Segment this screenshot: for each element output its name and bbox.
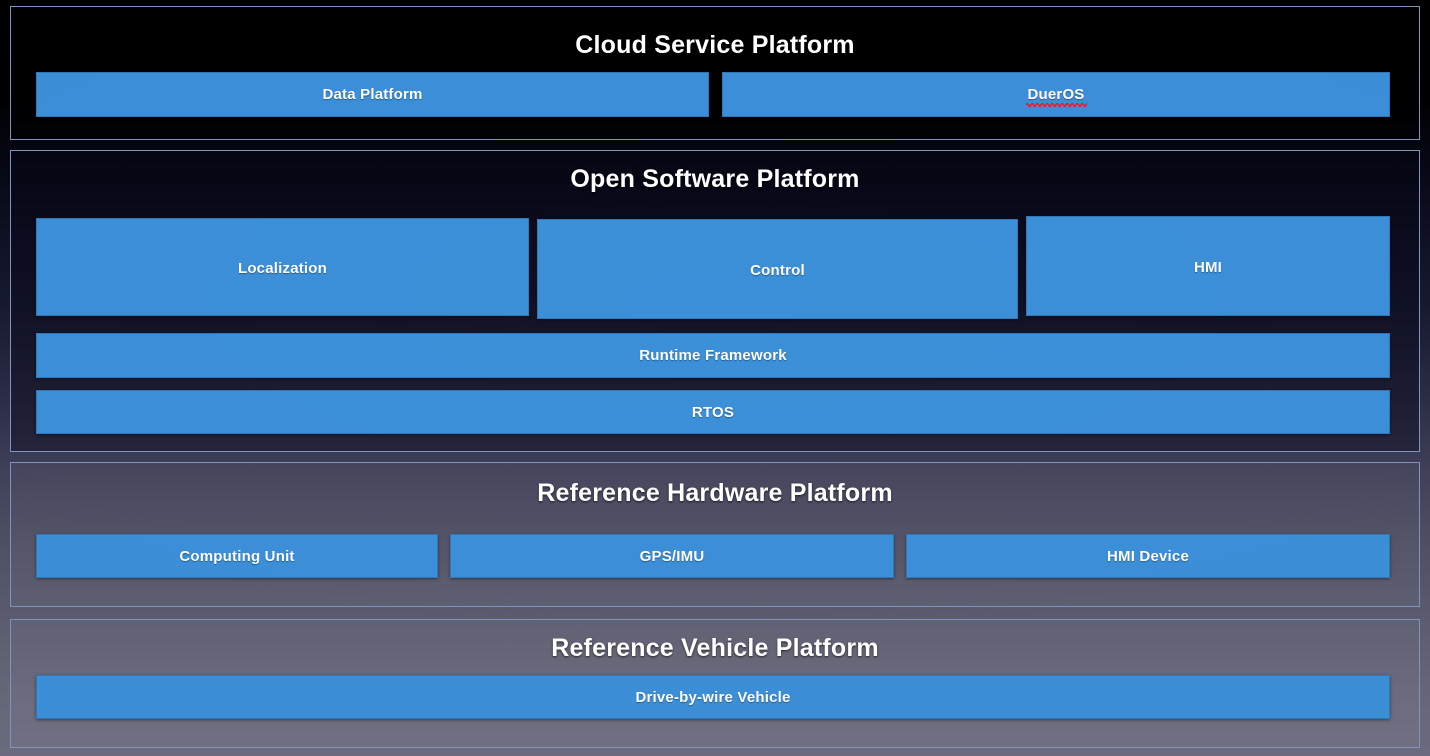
cell-label-rtos: RTOS	[691, 403, 735, 421]
layer-title-cloud-service-platform: Cloud Service Platform	[575, 31, 855, 59]
cell-label-hmi-device: HMI Device	[1106, 547, 1190, 565]
cell-label-drive-by-wire-vehicle: Drive-by-wire Vehicle	[635, 688, 791, 706]
cell-computing-unit[interactable]: Computing Unit	[36, 534, 438, 578]
cell-control[interactable]: Control	[537, 219, 1018, 319]
cell-hmi-device[interactable]: HMI Device	[906, 534, 1390, 578]
layer-title-reference-vehicle-platform: Reference Vehicle Platform	[551, 634, 879, 662]
cell-runtime-framework[interactable]: Runtime Framework	[36, 333, 1390, 378]
cell-label-localization: Localization	[237, 259, 328, 277]
layer-reference-hardware-platform: Reference Hardware Platform	[10, 462, 1420, 607]
cell-gps-imu[interactable]: GPS/IMU	[450, 534, 894, 578]
cell-label-control: Control	[750, 261, 805, 279]
cell-label-computing-unit: Computing Unit	[179, 547, 295, 565]
cell-drive-by-wire-vehicle[interactable]: Drive-by-wire Vehicle	[36, 675, 1390, 719]
cell-hmi[interactable]: HMI	[1026, 216, 1390, 316]
layer-title-open-software-platform: Open Software Platform	[570, 165, 860, 193]
layer-reference-vehicle-platform: Reference Vehicle Platform	[10, 619, 1420, 748]
cell-label-gps-imu: GPS/IMU	[639, 547, 705, 565]
cell-label-dueros: DuerOS	[1026, 86, 1087, 107]
cell-label-data-platform: Data Platform	[322, 86, 423, 103]
cell-label-runtime-framework: Runtime Framework	[639, 347, 787, 364]
cell-label-hmi: HMI	[1193, 258, 1223, 276]
layer-title-reference-hardware-platform: Reference Hardware Platform	[537, 479, 893, 507]
cell-data-platform[interactable]: Data Platform	[36, 72, 709, 117]
cell-rtos[interactable]: RTOS	[36, 390, 1390, 434]
cell-localization[interactable]: Localization	[36, 218, 529, 316]
cell-dueros[interactable]: DuerOS	[722, 72, 1390, 117]
